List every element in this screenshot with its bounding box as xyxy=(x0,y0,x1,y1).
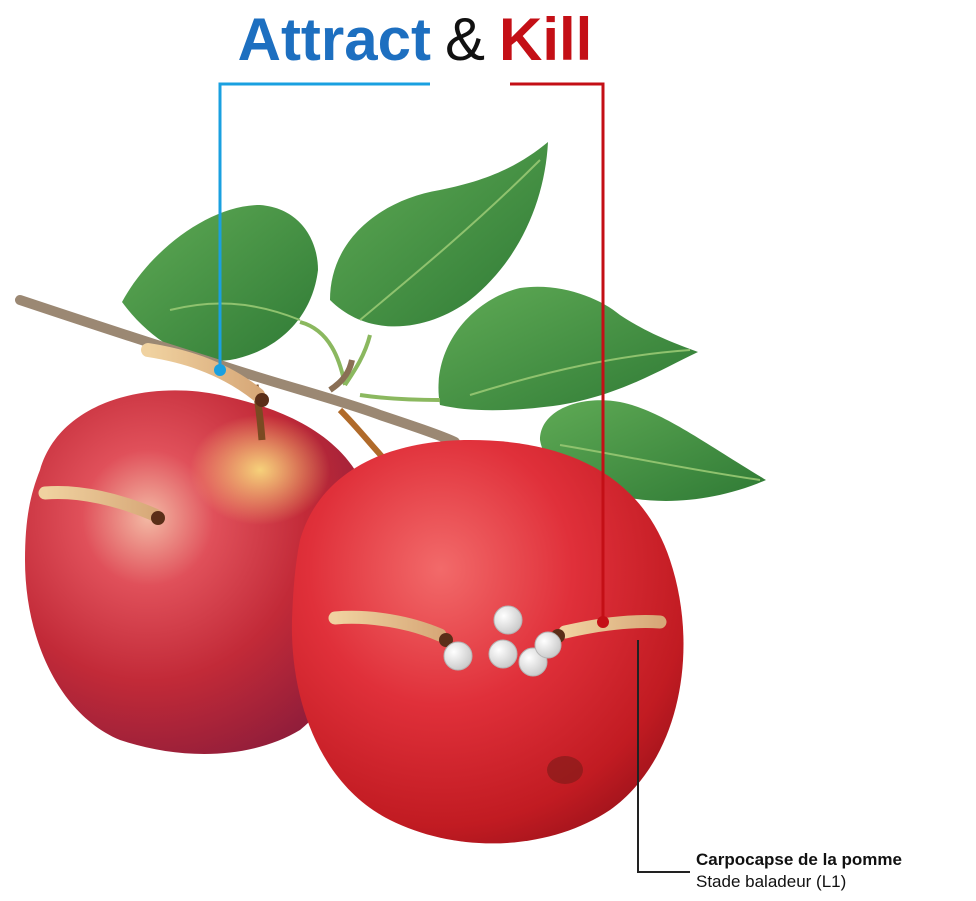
pest-stage: Stade baladeur (L1) xyxy=(696,871,902,893)
pest-name: Carpocapse de la pomme xyxy=(696,849,902,871)
apple-right xyxy=(292,440,684,843)
pest-label: Carpocapse de la pomme Stade baladeur (L… xyxy=(696,849,902,893)
